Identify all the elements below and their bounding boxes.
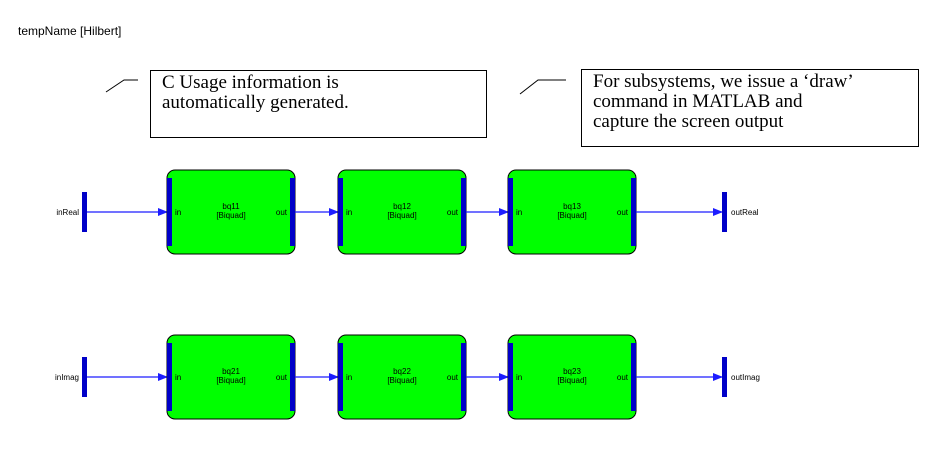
input-port-label: inReal — [56, 208, 79, 217]
block-in-port — [167, 343, 172, 411]
block-type-label: [Biquad] — [387, 376, 416, 385]
block-type-label: [Biquad] — [216, 376, 245, 385]
block-name-label: bq12 — [393, 202, 411, 211]
block-name-label: bq22 — [393, 367, 411, 376]
block-in-port — [508, 178, 513, 246]
block-in-port — [338, 178, 343, 246]
block-out-label: out — [447, 208, 459, 217]
input-port-inReal[interactable] — [82, 192, 87, 232]
block-in-label: in — [175, 373, 181, 382]
block-in-label: in — [175, 208, 181, 217]
annotation-note-subsystems: For subsystems, we issue a ‘draw’ comman… — [581, 69, 919, 147]
block-out-port — [290, 178, 295, 246]
block-type-label: [Biquad] — [216, 211, 245, 220]
block-type-label: [Biquad] — [557, 376, 586, 385]
block-out-port — [631, 343, 636, 411]
block-out-label: out — [617, 373, 629, 382]
input-port-label: inImag — [55, 373, 79, 382]
block-out-port — [290, 343, 295, 411]
block-out-label: out — [276, 208, 288, 217]
output-port-outImag[interactable] — [722, 357, 727, 397]
output-port-label: outReal — [731, 208, 759, 217]
annotation-note-usage-text: C Usage information is automatically gen… — [162, 72, 349, 113]
block-name-label: bq21 — [222, 367, 240, 376]
block-name-label: bq11 — [222, 202, 240, 211]
callout-leader-subsystems — [519, 79, 566, 95]
block-out-port — [461, 343, 466, 411]
block-out-label: out — [276, 373, 288, 382]
block-in-label: in — [346, 208, 352, 217]
block-out-port — [631, 178, 636, 246]
block-type-label: [Biquad] — [387, 211, 416, 220]
block-in-port — [338, 343, 343, 411]
annotation-note-usage: C Usage information is automatically gen… — [150, 70, 487, 138]
block-in-label: in — [346, 373, 352, 382]
block-name-label: bq23 — [563, 367, 581, 376]
block-out-label: out — [617, 208, 629, 217]
block-type-label: [Biquad] — [557, 211, 586, 220]
block-in-label: in — [516, 373, 522, 382]
input-port-inImag[interactable] — [82, 357, 87, 397]
annotation-note-subsystems-text: For subsystems, we issue a ‘draw’ comman… — [593, 71, 854, 132]
block-out-port — [461, 178, 466, 246]
output-port-outReal[interactable] — [722, 192, 727, 232]
block-out-label: out — [447, 373, 459, 382]
page-title: tempName [Hilbert] — [18, 24, 122, 38]
output-port-label: outImag — [731, 373, 760, 382]
callout-leader-usage — [105, 79, 138, 93]
block-name-label: bq13 — [563, 202, 581, 211]
block-in-port — [167, 178, 172, 246]
block-in-label: in — [516, 208, 522, 217]
block-in-port — [508, 343, 513, 411]
